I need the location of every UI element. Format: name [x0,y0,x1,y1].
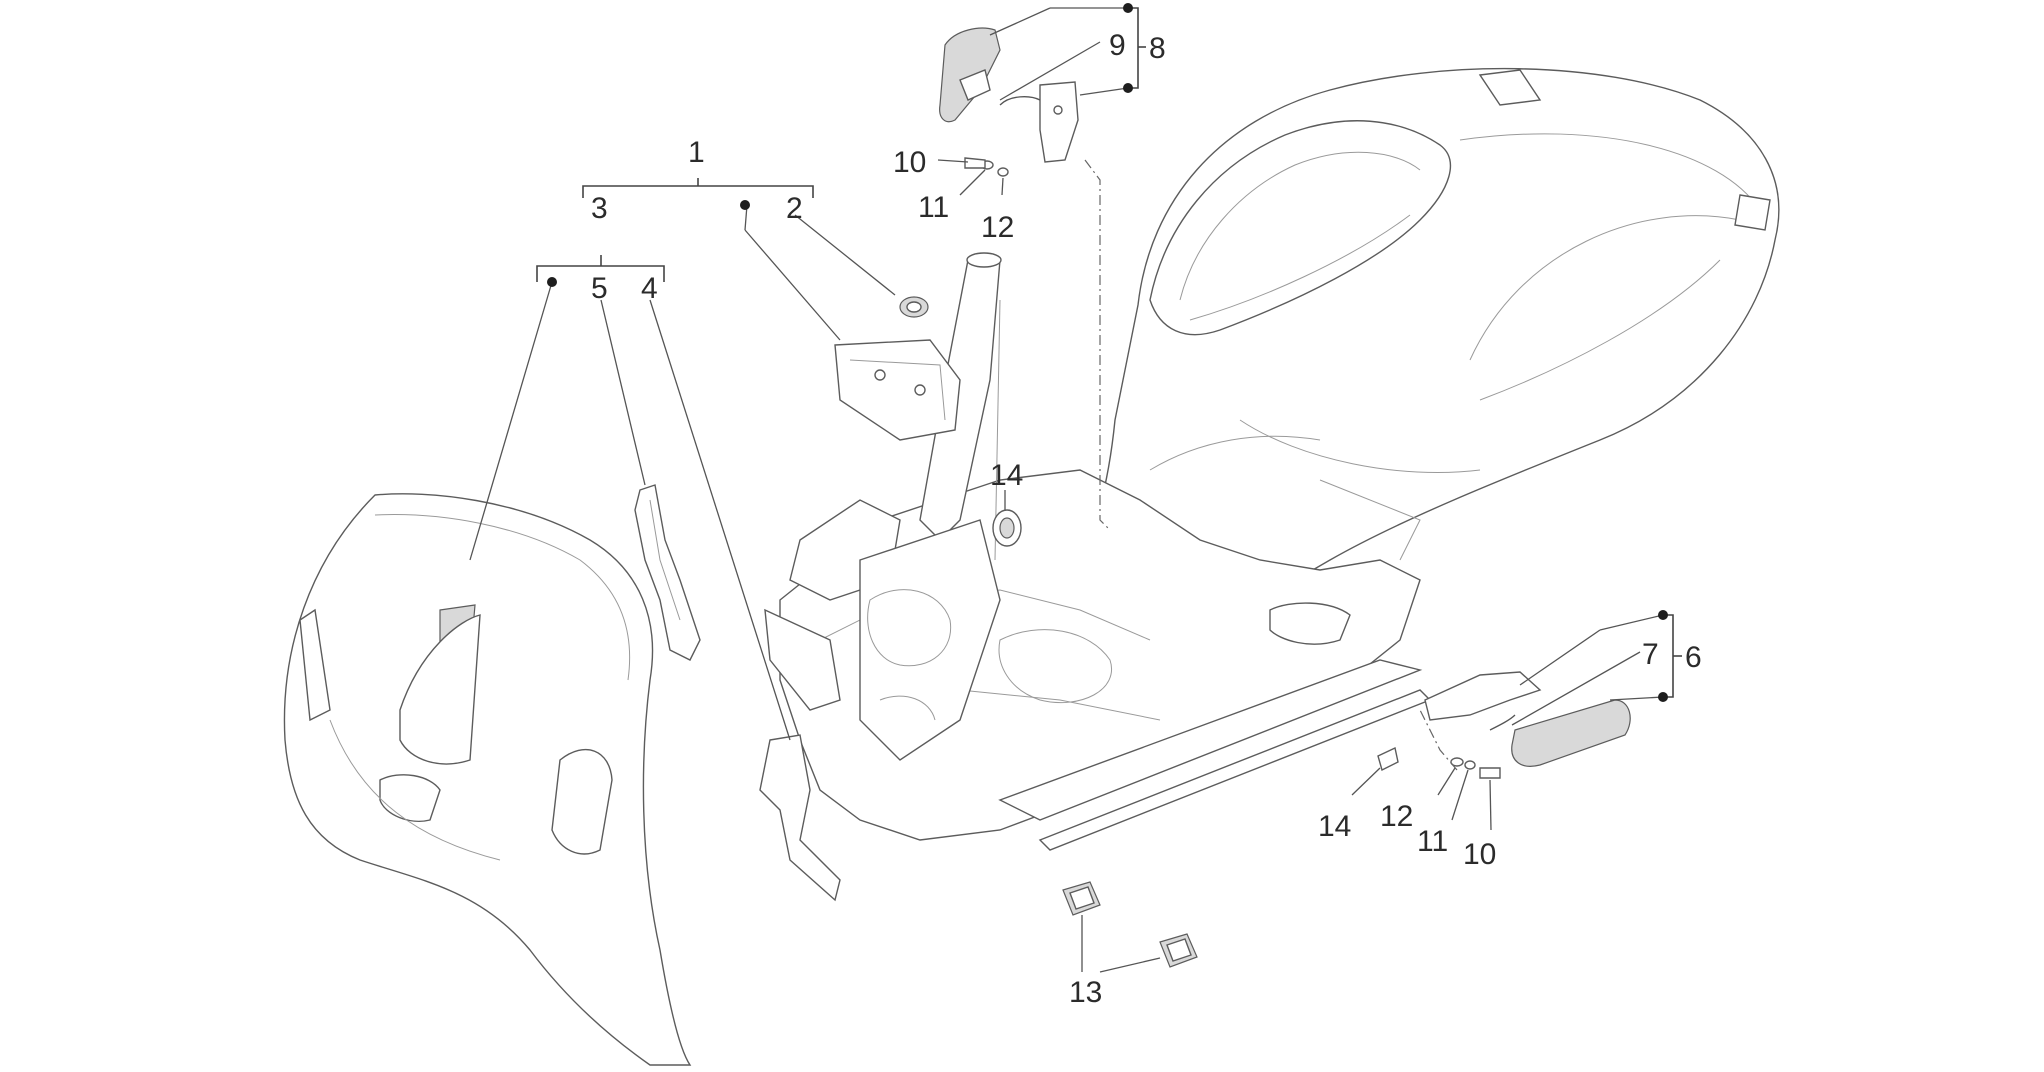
part-14-plug-upper [992,509,1022,547]
callout-11-lower: 11 [1417,825,1448,858]
callout-9: 9 [1109,29,1126,62]
callout-10-upper: 10 [893,146,926,179]
reference-dots [547,3,1668,702]
part-13-pads [1062,881,1198,968]
callout-2: 2 [786,192,803,225]
assembly-line-lower [1419,709,1458,771]
steering-column-frame [764,252,1002,761]
part-5-bracket [634,484,701,661]
callout-3: 3 [591,192,608,225]
upper-handle-assembly [939,27,1079,177]
callout-1: 1 [688,136,705,169]
callout-5: 5 [591,272,608,305]
callout-10-lower: 10 [1463,838,1496,871]
leader-lines [469,7,1664,973]
callout-12-lower: 12 [1380,800,1413,833]
part-14-clip-lower [1377,746,1399,772]
part-2-grommet [899,296,929,318]
callout-4: 4 [641,272,658,305]
callout-14-upper: 14 [990,459,1023,492]
callout-13: 13 [1069,976,1102,1009]
callout-14-lower: 14 [1318,810,1351,843]
callout-8: 8 [1149,32,1166,65]
assembly-line-upper [1084,159,1111,531]
part-4-bracket [759,734,841,902]
callout-6: 6 [1685,641,1702,674]
leg-shield [283,493,692,1066]
callout-7: 7 [1642,638,1659,671]
callout-12-upper: 12 [981,211,1014,244]
lower-handle-assembly [1424,671,1631,779]
callout-11-upper: 11 [918,191,949,224]
callout-labels: 1 2 3 5 4 9 8 10 11 12 14 7 6 14 12 11 1… [591,29,1702,1009]
